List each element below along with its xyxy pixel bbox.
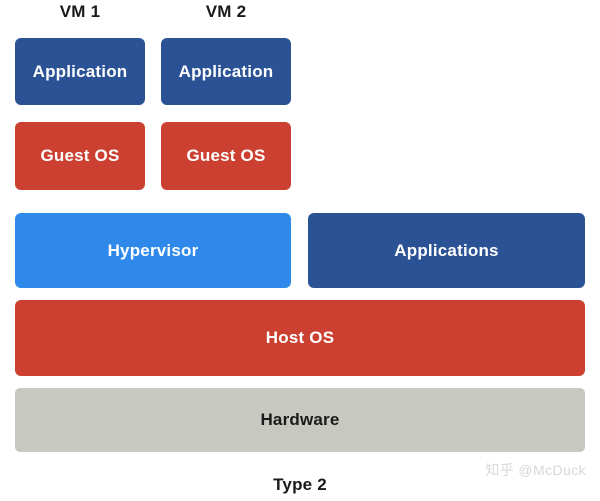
vm-2-label: VM 2: [205, 2, 247, 21]
block-guest-os-vm2: Guest OS: [161, 122, 291, 190]
diagram-caption: Type 2: [273, 475, 327, 494]
block-guest-os-vm1: Guest OS: [15, 122, 145, 190]
watermark-text: 知乎 @McDuck: [485, 462, 586, 478]
block-host-os: Host OS: [15, 300, 585, 376]
block-hypervisor: Hypervisor: [15, 213, 291, 288]
block-application-vm1: Application: [15, 38, 145, 105]
block-application-vm2: Application: [161, 38, 291, 105]
block-applications: Applications: [308, 213, 585, 288]
vm-1-label: VM 1: [59, 2, 101, 21]
block-hardware: Hardware: [15, 388, 585, 452]
